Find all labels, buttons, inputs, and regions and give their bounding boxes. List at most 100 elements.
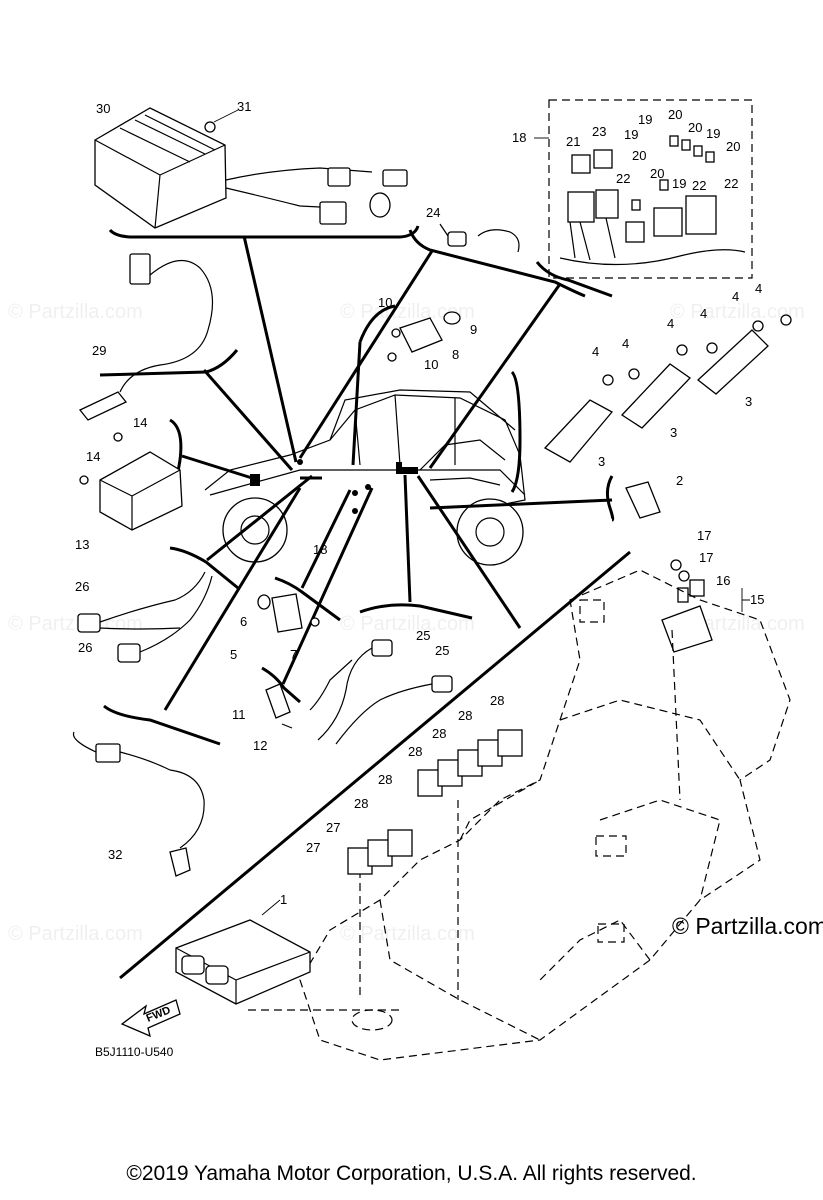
sensor-body — [399, 317, 443, 353]
watermark: © Partzilla.com — [670, 301, 805, 323]
callout-label: 25 — [416, 628, 430, 643]
injector — [543, 399, 614, 463]
callout-label: 5 — [230, 647, 237, 662]
connector — [382, 169, 408, 187]
injector — [620, 363, 691, 429]
harness-25-group — [309, 639, 453, 745]
callout-label: 12 — [253, 738, 267, 753]
callout-label: 19 — [706, 126, 720, 141]
callout-label: 20 — [726, 139, 740, 154]
callout-label: 14 — [86, 449, 100, 464]
callout-label: 26 — [75, 579, 89, 594]
leader-lines — [163, 235, 613, 711]
callout-label: 4 — [592, 344, 599, 359]
bolt — [113, 432, 123, 442]
injector — [696, 329, 769, 395]
bolt — [387, 352, 397, 362]
ecu-group — [175, 899, 311, 1005]
callout-label: 20 — [632, 148, 646, 163]
group-brackets — [99, 225, 631, 980]
callout-label: 16 — [716, 573, 730, 588]
vehicle-illustration — [204, 389, 526, 566]
pressure-switch — [625, 481, 661, 519]
callout-label: 18 — [313, 542, 327, 557]
callout-label: 28 — [408, 744, 422, 759]
brand-watermark: © Partzilla.com — [672, 913, 823, 939]
connector-24-group — [439, 223, 520, 253]
callout-label: 28 — [354, 796, 368, 811]
watermark: © Partzilla.com — [340, 923, 475, 945]
coupler — [371, 639, 393, 657]
connector — [567, 191, 595, 223]
bolt — [706, 342, 718, 354]
callout-label: 25 — [435, 643, 449, 658]
callout-label: 10 — [424, 357, 438, 372]
callout-label: 10 — [378, 295, 392, 310]
callout-label: 4 — [622, 336, 629, 351]
bolt — [391, 328, 401, 338]
starter-relay — [661, 605, 713, 653]
sensor-29-group — [78, 253, 214, 421]
sensor-probe — [78, 391, 128, 421]
callout-label: 27 — [326, 820, 340, 835]
callout-label: 32 — [108, 847, 122, 862]
relay — [497, 729, 523, 757]
connector-marker — [250, 474, 260, 486]
callout-label: 21 — [566, 134, 580, 149]
callout-label: 28 — [378, 772, 392, 787]
bolt — [204, 121, 216, 133]
callout-label: 4 — [755, 281, 762, 296]
watermark: © Partzilla.com — [8, 923, 143, 945]
coupler — [431, 675, 453, 693]
callout-label: 28 — [458, 708, 472, 723]
callout-label: 4 — [700, 306, 707, 321]
callout-label: 23 — [592, 124, 606, 139]
callout-label: 17 — [697, 528, 711, 543]
watermark-layer: © Partzilla.com © Partzilla.com © Partzi… — [8, 301, 805, 945]
callout-label: 26 — [78, 640, 92, 655]
fuse-relay-group — [534, 99, 753, 279]
fuse — [689, 579, 705, 597]
callout-label: 7 — [290, 647, 297, 662]
callout-label: 2 — [676, 473, 683, 488]
callout-label: 3 — [670, 425, 677, 440]
callouts: 30 31 18 21 23 19 20 19 20 19 20 20 22 2… — [75, 99, 764, 907]
unit-13-group — [79, 432, 183, 531]
switch-2-group — [625, 481, 661, 519]
connector — [595, 189, 619, 219]
coupler — [129, 253, 151, 285]
chassis-frame — [248, 569, 791, 1061]
connector-marker — [400, 467, 418, 474]
callout-label: 20 — [688, 120, 702, 135]
fuse-block — [653, 207, 683, 237]
watermark: © Partzilla.com — [8, 301, 143, 323]
callout-label: 24 — [426, 205, 440, 220]
callout-label: 14 — [133, 415, 147, 430]
bolt — [310, 617, 320, 627]
callout-label: 19 — [624, 127, 638, 142]
sensor-11-group — [265, 683, 293, 729]
sensor-probe — [169, 847, 191, 877]
bolt — [676, 344, 688, 356]
relay-15-group — [661, 559, 750, 653]
regulator-group — [94, 107, 408, 229]
coupler — [447, 231, 467, 247]
fuse-box-outline — [548, 99, 753, 279]
watermark: © Partzilla.com — [8, 613, 143, 635]
sensor-8-group — [387, 311, 461, 362]
bolt — [79, 475, 89, 485]
callout-label: 11 — [232, 707, 246, 722]
bolt — [670, 559, 682, 571]
copyright-notice: ©2019 Yamaha Motor Corporation, U.S.A. A… — [126, 1162, 697, 1185]
callout-label: 17 — [699, 550, 713, 565]
relay — [387, 829, 413, 857]
bolt — [752, 320, 764, 332]
diagram-part-code: B5J1110-U540 — [95, 1045, 174, 1059]
sensor — [271, 593, 303, 633]
bolt — [678, 570, 690, 582]
callout-label: 19 — [638, 112, 652, 127]
rear-wheel — [456, 498, 524, 566]
regulator-unit — [94, 107, 227, 229]
relay-bank — [347, 729, 523, 875]
